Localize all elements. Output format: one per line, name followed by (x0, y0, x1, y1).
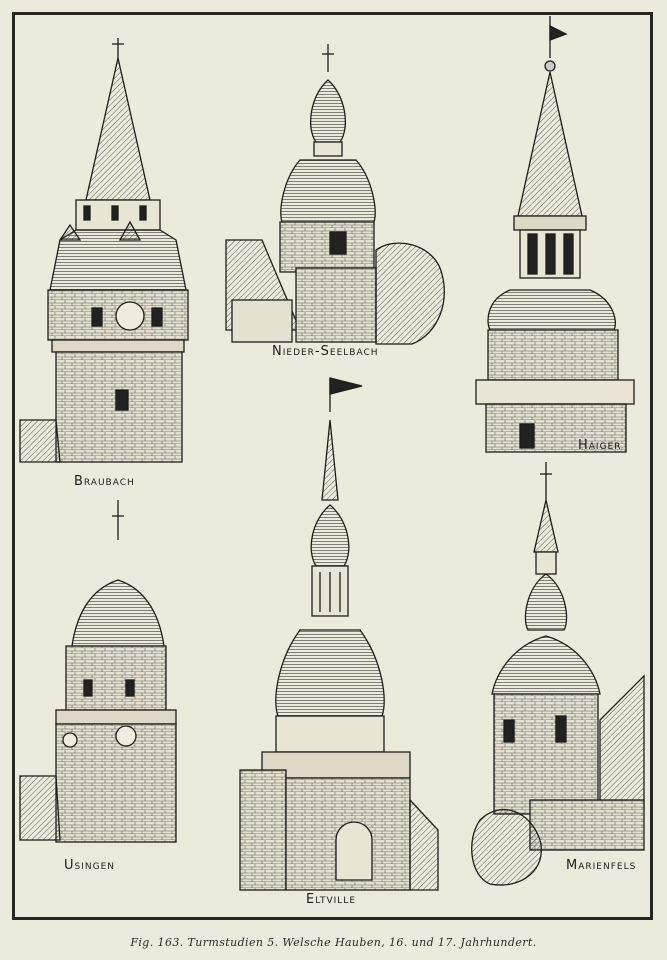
tower-marienfels-drawing (471, 462, 645, 886)
tower-eltville-drawing (239, 377, 439, 891)
label-haiger: Haiger (578, 438, 622, 453)
label-marienfels: Marienfels (566, 858, 637, 873)
label-braubach: Braubach (74, 474, 135, 489)
tower-braubach-drawing (19, 38, 189, 463)
plate-frame (12, 12, 653, 920)
label-usingen: Usingen (64, 858, 116, 873)
label-nieder-seelbach: Nieder-Seelbach (272, 344, 379, 359)
tower-usingen-drawing (19, 500, 177, 843)
tower-nieder-seelbach-drawing (225, 44, 445, 345)
figure-caption: Fig. 163. Turmstudien 5. Welsche Hauben,… (130, 936, 537, 949)
tower-haiger-drawing (475, 16, 635, 453)
label-eltville: Eltville (306, 892, 357, 907)
